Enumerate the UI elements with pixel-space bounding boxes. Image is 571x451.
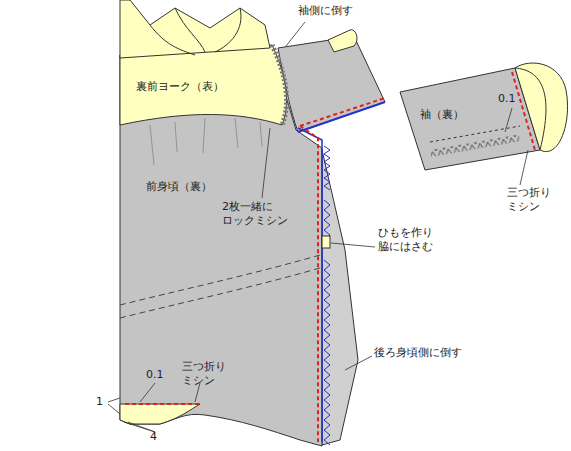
annotation-label: 前身頃（裏） [146,180,236,194]
annotation-label: 後ろ身頃側に倒す [374,346,494,360]
annotation-label: 0.1 [498,92,528,106]
annotation-label: 袖（裏） [420,108,480,122]
annotation-label: 三つ折り ミシン [182,360,242,388]
annotation-label: ひもを作り 脇にはさむ [378,226,458,254]
annotation-label: 1 [96,395,108,409]
annotation-label: 裏前ヨーク（表） [136,80,246,94]
annotation-label: 三つ折り ミシン [507,186,567,214]
annotation-label: 0.1 [146,368,176,382]
annotation-label: 2枚一緒に ロックミシン [222,200,302,228]
annotation-label: 袖側に倒す [298,4,388,18]
annotation-label: 4 [150,430,162,444]
